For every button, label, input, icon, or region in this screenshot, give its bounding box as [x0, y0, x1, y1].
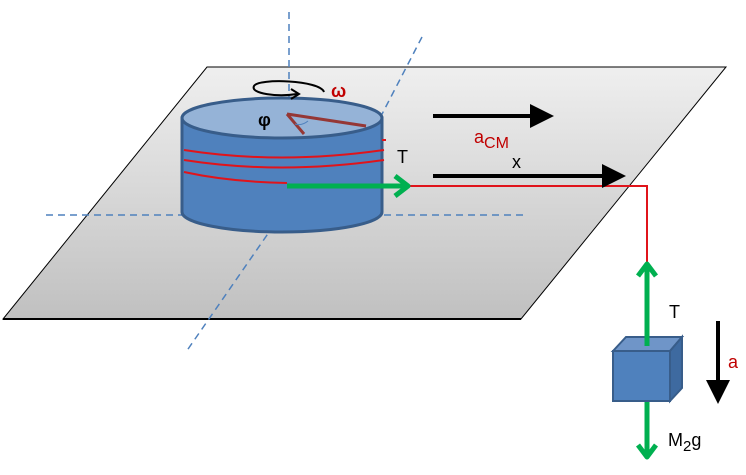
label-tension-cylinder: T	[397, 147, 408, 167]
label-omega: ω	[331, 81, 346, 101]
label-a-cm-main: a	[474, 127, 485, 147]
mass-block-front	[612, 350, 671, 402]
label-tension-mass: T	[669, 302, 680, 322]
label-x: x	[512, 152, 521, 172]
angle-arc	[294, 120, 309, 126]
rotation-arrow-icon	[252, 80, 325, 97]
label-acceleration-mass: a	[728, 352, 739, 372]
label-weight-suffix: g	[691, 430, 701, 450]
label-phi: φ	[258, 110, 271, 130]
label-weight-main: M	[668, 430, 683, 450]
tension-arrowhead-mass	[636, 261, 658, 278]
cylinder-top	[180, 96, 384, 140]
string-winding-1	[183, 149, 385, 159]
label-a-cm: aCM	[474, 127, 509, 152]
diagonal-axis-dashed-lower	[185, 224, 275, 353]
weight-arrowhead	[636, 443, 658, 460]
rotation-arrowhead-icon	[290, 88, 301, 100]
string-winding-3	[183, 171, 288, 184]
label-a-cm-sub: CM	[484, 135, 509, 152]
label-weight: M2g	[668, 430, 701, 455]
cylinder-body	[180, 116, 384, 234]
label-weight-sub: 2	[683, 438, 691, 455]
angle-line-1	[286, 112, 367, 128]
string-winding-2	[183, 159, 385, 169]
tension-arrowhead-cylinder	[393, 174, 411, 198]
